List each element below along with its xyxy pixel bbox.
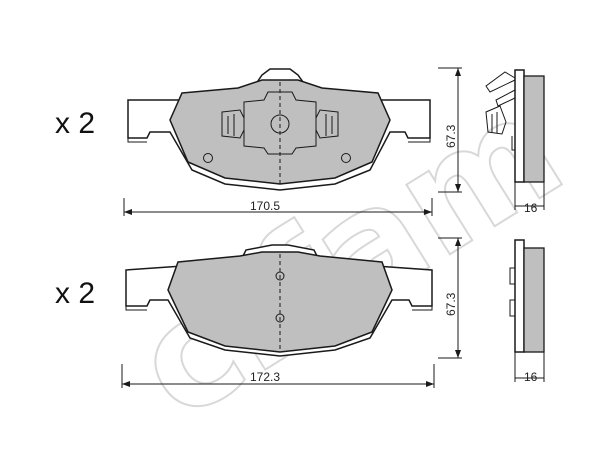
bottom-left-tab <box>125 306 147 311</box>
top-height-value: 67.3 <box>444 124 458 148</box>
top-pad-wear-hole-right <box>341 153 351 163</box>
bottom-pad-front-view <box>125 244 433 357</box>
top-quantity-label: x 2 <box>55 107 95 140</box>
top-width-dimension: 170.5 <box>123 198 433 216</box>
top-right-tab <box>408 138 431 143</box>
bottom-friction-material <box>167 251 393 353</box>
top-pad-wear-hole-left <box>203 153 213 163</box>
bottom-height-value: 67.3 <box>444 292 458 316</box>
bottom-quantity-label: x 2 <box>55 277 95 310</box>
bottom-height-dimension: 67.3 <box>438 237 462 359</box>
bottom-pad-hole-lower <box>275 313 285 323</box>
bottom-thickness-value: 16 <box>524 370 538 384</box>
top-left-tab <box>127 138 147 143</box>
bottom-pad-side-view: 16 <box>509 239 545 384</box>
bottom-width-dimension: 172.3 <box>121 364 435 388</box>
top-thickness-value: 16 <box>524 201 538 215</box>
top-pad-front-view <box>127 68 431 191</box>
top-pad-side-view: 16 <box>485 69 545 215</box>
top-pad-spring-clip <box>221 91 339 155</box>
top-height-dimension: 67.3 <box>438 67 462 193</box>
bottom-pad-hole-upper <box>275 271 285 281</box>
bottom-right-tab <box>412 306 433 311</box>
bottom-width-value: 172.3 <box>250 370 280 384</box>
top-width-value: 170.5 <box>250 199 280 213</box>
